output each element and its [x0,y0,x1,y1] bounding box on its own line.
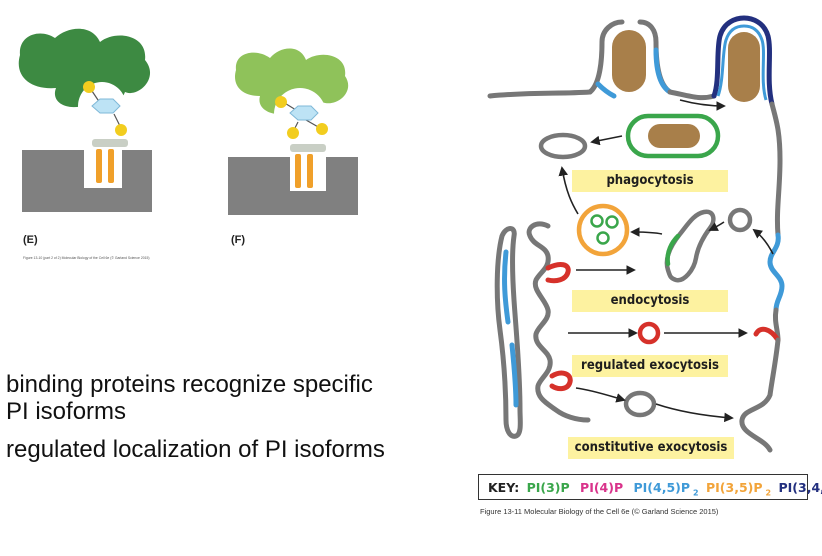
plasma-membrane-top-left [487,89,593,99]
panel-f-phosphate-3 [287,127,299,139]
phagocytic-cup-2 [711,15,775,107]
panel-f-inositol-hexagon [289,105,319,121]
early-endosome-pi3p [665,233,681,267]
key-item-pi3p: PI(3)P [526,480,570,495]
bullet-1: binding proteins recognize specific PI i… [6,371,373,425]
panel-e-inositol-hexagon [91,98,121,114]
plasma-membrane-right [769,101,783,238]
key-prefix: KEY: [488,480,520,495]
panel-e-membrane-gap [84,150,122,188]
label-regulated-exocytosis: regulated exocytosis [572,355,728,377]
key-item-pi4p: PI(4)P [580,480,624,495]
endosomal-tubule-pi45p2-lower [509,342,519,408]
endocytosis-red-bud [545,262,571,284]
phagosome-derived-vesicle [538,132,588,160]
endosomal-tubule-pi45p2 [502,249,511,325]
flow-arrows [558,99,774,423]
key-item-pi345p3: PI(3,4,5)P3 [778,480,822,495]
panel-f-phosphate-2 [316,123,328,135]
panel-small-caption: Figure 13-10 (part 2 of 2) Molecular Bio… [23,256,150,260]
plasma-membrane-right-pi45p2 [767,232,785,313]
panel-e-label: (E) [23,234,38,246]
panel-e-phosphate-2 [115,124,127,136]
label-constitutive-exocytosis: constitutive exocytosis [568,437,734,459]
panel-f-fatty-acid-1 [295,154,301,188]
bullet-list: binding proteins recognize specific PI i… [6,371,386,474]
regulated-exocytosis-fusion-site [753,326,781,343]
panel-e-illustration [18,28,152,212]
plasma-membrane-bottom-right [739,337,781,453]
panel-e-fatty-acid-2 [108,149,114,183]
panel-e-glycerol-bar [92,139,128,147]
plasma-membrane-left [526,221,591,423]
panel-f-glycerol-bar [290,144,326,152]
panel-e-phosphate-1 [83,81,95,93]
early-endosome [664,209,716,283]
regulated-exocytosis-red-bud [549,370,573,392]
panel-f-illustration [228,48,358,215]
label-endocytosis: endocytosis [572,290,728,312]
secretory-vesicle [637,321,661,345]
multivesicular-body [576,203,630,257]
panel-f-label: (F) [231,234,246,246]
phagocytic-cup-1 [587,19,673,99]
bullet-2: regulated localization of PI isoforms [6,436,385,463]
figure-caption: Figure 13-11 Molecular Biology of the Ce… [480,507,719,516]
phagosome [625,113,721,159]
plasma-membrane-top-middle [667,89,717,101]
panel-e-fatty-acid-1 [96,149,102,183]
panel-f-phosphate-1 [275,96,287,108]
constitutive-transport-vesicle [623,390,657,418]
panel-f-fatty-acid-2 [307,154,313,188]
label-phagocytosis: phagocytosis [572,170,728,192]
endocytic-vesicle [727,207,753,233]
